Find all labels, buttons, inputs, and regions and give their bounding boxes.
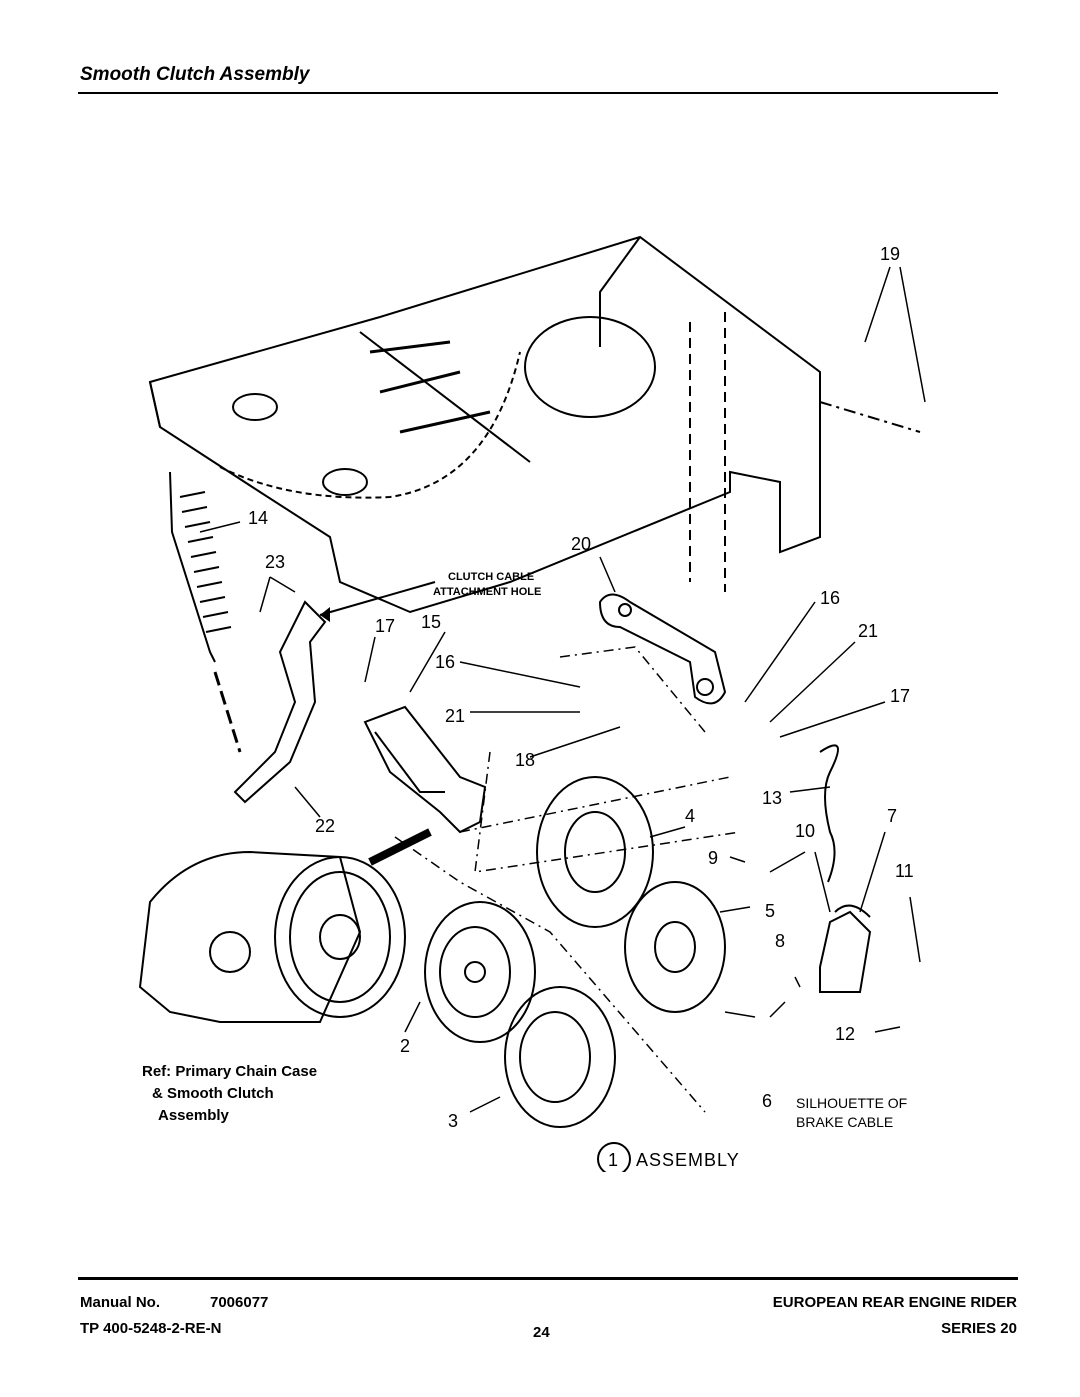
callout-label: 14	[248, 508, 268, 528]
clutch-arm-part-22	[233, 600, 327, 804]
callout-label: 21	[445, 706, 465, 726]
silhouette-note: SILHOUETTE OF BRAKE CABLE	[796, 1095, 907, 1130]
svg-text:SILHOUETTE OF: SILHOUETTE OF	[796, 1095, 907, 1111]
svg-text:Assembly: Assembly	[158, 1107, 230, 1124]
callout-label: 16	[435, 652, 455, 672]
callout-label: 6	[762, 1091, 772, 1111]
pulley-part-3	[504, 986, 616, 1128]
callout-label: 8	[775, 931, 785, 951]
page-title: Smooth Clutch Assembly	[80, 64, 310, 85]
parts-diagram: 19 14 23 20 16 21 17 15 16 21 18 17 13 7…	[138, 235, 926, 1172]
manual-label: Manual No.	[80, 1294, 161, 1311]
callout-label: 2	[400, 1036, 410, 1056]
page-number: 24	[533, 1324, 550, 1341]
callout-label: 12	[835, 1024, 855, 1044]
chain-case	[138, 828, 432, 1023]
brake-lever-part-11	[819, 904, 872, 993]
svg-text:CLUTCH CABLE: CLUTCH CABLE	[448, 571, 534, 583]
callout-label: 22	[315, 816, 335, 836]
bracket-part-15	[363, 705, 487, 834]
callout-label: 15	[421, 612, 441, 632]
callout-label: 9	[708, 848, 718, 868]
callout-label: 13	[762, 788, 782, 808]
pulley-part-2	[424, 901, 536, 1043]
callout-label: 4	[685, 806, 695, 826]
chassis-frame	[148, 235, 921, 614]
assembly-label: ASSEMBLY	[636, 1150, 740, 1170]
pulley-part-5	[624, 881, 726, 1013]
svg-text:BRAKE CABLE: BRAKE CABLE	[796, 1114, 893, 1130]
callout-label: 16	[820, 588, 840, 608]
callout-label: 23	[265, 552, 285, 572]
callout-label: 11	[895, 861, 914, 881]
callout-label: 10	[795, 821, 815, 841]
series-label: SERIES 20	[941, 1320, 1017, 1337]
svg-text:Ref: Primary Chain Case: Ref: Primary Chain Case	[142, 1063, 317, 1080]
title-divider	[78, 92, 998, 94]
cable-part-13	[819, 744, 839, 883]
callout-labels: 19 14 23 20 16 21 17 15 16 21 18 17 13 7…	[248, 244, 914, 1170]
callout-label: 19	[880, 244, 900, 264]
spring-part-14	[169, 471, 242, 753]
disc-part-4	[536, 776, 654, 928]
callout-label: 17	[890, 686, 910, 706]
guide-lines	[394, 646, 741, 1113]
svg-text:& Smooth Clutch: & Smooth Clutch	[152, 1085, 274, 1102]
assembly-circle	[597, 1142, 631, 1172]
callout-label: 17	[375, 616, 395, 636]
clutch-cable-note: CLUTCH CABLE ATTACHMENT HOLE	[319, 571, 541, 622]
callout-label: 1	[608, 1150, 618, 1170]
svg-text:ATTACHMENT HOLE: ATTACHMENT HOLE	[433, 586, 541, 598]
callout-label: 21	[858, 621, 878, 641]
callout-label: 20	[571, 534, 591, 554]
leader-lines	[199, 266, 926, 1113]
footer-divider	[78, 1277, 1018, 1280]
product-name: EUROPEAN REAR ENGINE RIDER	[772, 1294, 1017, 1311]
bracket-part-20	[598, 593, 727, 705]
callout-label: 3	[448, 1111, 458, 1131]
manual-number: 7006077	[210, 1294, 269, 1311]
callout-label: 18	[515, 750, 535, 770]
reference-note: Ref: Primary Chain Case & Smooth Clutch …	[142, 1063, 317, 1124]
tp-number: TP 400-5248-2-RE-N	[80, 1320, 222, 1337]
callout-label: 7	[887, 806, 897, 826]
callout-label: 5	[765, 901, 775, 921]
